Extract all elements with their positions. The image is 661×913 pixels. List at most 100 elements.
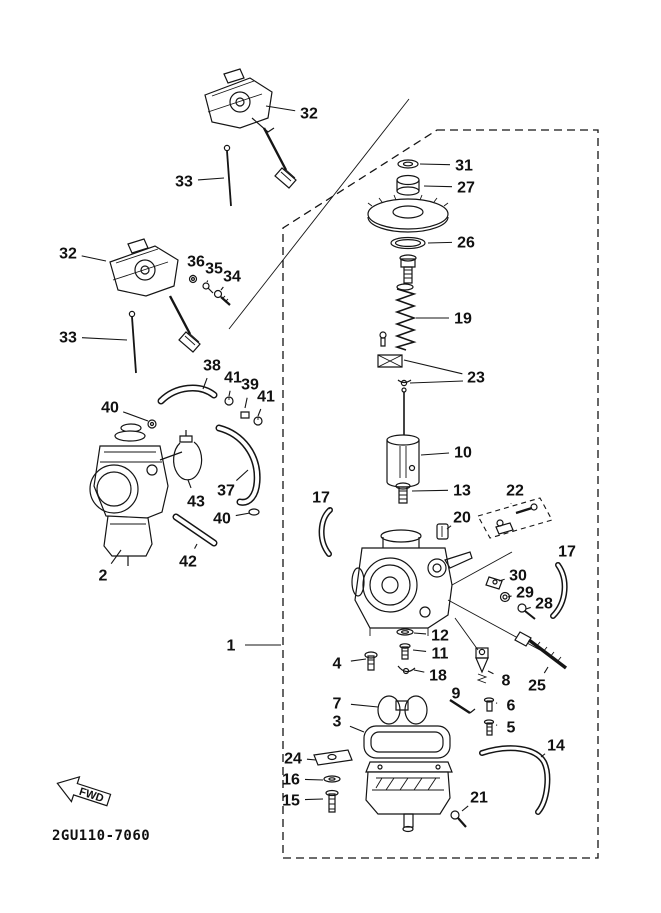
callout-33: 33 bbox=[175, 174, 193, 191]
callout-13: 13 bbox=[453, 483, 471, 500]
callout-25: 25 bbox=[528, 678, 546, 695]
washer-40-lower bbox=[248, 508, 260, 516]
callout-39: 39 bbox=[241, 377, 259, 394]
leader-line-15 bbox=[304, 798, 324, 801]
screw-4 bbox=[364, 651, 378, 671]
spring-19 bbox=[394, 283, 417, 351]
callout-7: 7 bbox=[333, 696, 342, 713]
callout-40: 40 bbox=[213, 511, 231, 528]
screw-6 bbox=[483, 697, 495, 712]
cap-nut-27 bbox=[396, 174, 420, 196]
screw-21 bbox=[450, 810, 467, 828]
clips-39-41 bbox=[224, 396, 263, 426]
callout-11: 11 bbox=[432, 646, 449, 663]
callout-17: 17 bbox=[312, 490, 330, 507]
clip-18 bbox=[397, 665, 416, 675]
leader-line-8 bbox=[487, 670, 494, 675]
leader-line-31 bbox=[419, 163, 451, 166]
float-7 bbox=[377, 695, 428, 725]
jet-set-22 bbox=[477, 497, 553, 539]
pin-20 bbox=[436, 523, 449, 540]
leader-line-33 bbox=[197, 177, 225, 181]
callout-16: 16 bbox=[282, 772, 300, 789]
leader-line-43 bbox=[187, 479, 192, 489]
leader-line-26 bbox=[427, 241, 453, 244]
leader-line-16 bbox=[304, 778, 324, 781]
dashed-boundary bbox=[282, 129, 599, 859]
leader-line-17 bbox=[328, 507, 331, 510]
leader-line-13 bbox=[411, 489, 449, 492]
leader-line-32 bbox=[265, 105, 296, 112]
callout-32: 32 bbox=[59, 246, 77, 263]
leader-line-18 bbox=[413, 669, 425, 673]
callout-14: 14 bbox=[547, 738, 565, 755]
callout-5: 5 bbox=[507, 720, 516, 737]
adjuster-screw bbox=[399, 254, 417, 284]
leader-line-20 bbox=[446, 525, 452, 530]
o-ring-26 bbox=[390, 236, 426, 250]
throttle-sensor-assembly-top bbox=[204, 68, 297, 189]
leader-line-40 bbox=[122, 411, 149, 422]
screw-28 bbox=[517, 603, 536, 620]
bracket-17-left bbox=[318, 507, 333, 557]
screw-5 bbox=[483, 719, 495, 736]
callout-8: 8 bbox=[502, 673, 511, 690]
throttle-sensor-assembly-left bbox=[109, 238, 201, 353]
callout-2: 2 bbox=[99, 568, 108, 585]
callout-42: 42 bbox=[179, 554, 197, 571]
leader-line-30 bbox=[498, 578, 505, 582]
callout-41: 41 bbox=[224, 370, 242, 387]
leader-23-b bbox=[409, 380, 464, 384]
leader-line-7 bbox=[350, 703, 379, 708]
leader-line-25 bbox=[543, 666, 549, 674]
leader-line-27 bbox=[423, 185, 453, 188]
callout-15: 15 bbox=[282, 793, 300, 810]
callout-28: 28 bbox=[535, 596, 553, 613]
callout-40: 40 bbox=[101, 400, 119, 417]
leader-line-3 bbox=[349, 725, 365, 733]
leader-line-37 bbox=[235, 469, 249, 481]
callout-38: 38 bbox=[203, 358, 221, 375]
bowl-gasket-3 bbox=[363, 725, 451, 759]
leader-line-11 bbox=[412, 649, 427, 653]
callout-20: 20 bbox=[453, 510, 471, 527]
leader-line-35 bbox=[206, 280, 209, 283]
callout-3: 3 bbox=[333, 714, 342, 731]
callout-41: 41 bbox=[257, 389, 275, 406]
hose-37 bbox=[215, 424, 261, 506]
leader-line-42 bbox=[194, 543, 198, 549]
hose-38 bbox=[157, 384, 218, 405]
callout-4: 4 bbox=[333, 656, 342, 673]
leader-line-12 bbox=[413, 632, 427, 635]
leader-line-32 bbox=[81, 255, 107, 262]
clamp-30 bbox=[485, 576, 503, 590]
throttle-valve-10 bbox=[386, 434, 420, 488]
plate-24 bbox=[313, 749, 353, 766]
callout-19: 19 bbox=[454, 311, 472, 328]
leader-line-29 bbox=[507, 595, 512, 598]
callout-26: 26 bbox=[457, 235, 475, 252]
leader-line-40 bbox=[235, 512, 251, 517]
leader-line-2 bbox=[110, 549, 122, 564]
bracket-17-right bbox=[550, 562, 568, 619]
screws-34-35-36 bbox=[188, 274, 231, 306]
jet-needle-left bbox=[128, 310, 137, 374]
leader-line-34 bbox=[220, 286, 224, 291]
drawing-code: 2GU110-7060 bbox=[52, 828, 150, 844]
callout-9: 9 bbox=[452, 686, 461, 703]
callout-35: 35 bbox=[205, 261, 223, 278]
callout-12: 12 bbox=[431, 628, 449, 645]
callout-27: 27 bbox=[457, 180, 475, 197]
leader-line-10 bbox=[420, 452, 450, 456]
callout-18: 18 bbox=[429, 668, 447, 685]
washer-31 bbox=[397, 159, 419, 169]
assembly-axis-line bbox=[228, 98, 410, 330]
callout-22: 22 bbox=[506, 483, 524, 500]
bolt-25 bbox=[514, 631, 568, 670]
fwd-label: FWD bbox=[78, 786, 106, 805]
leader-line-39 bbox=[244, 397, 248, 409]
leader-line-28 bbox=[525, 606, 531, 610]
